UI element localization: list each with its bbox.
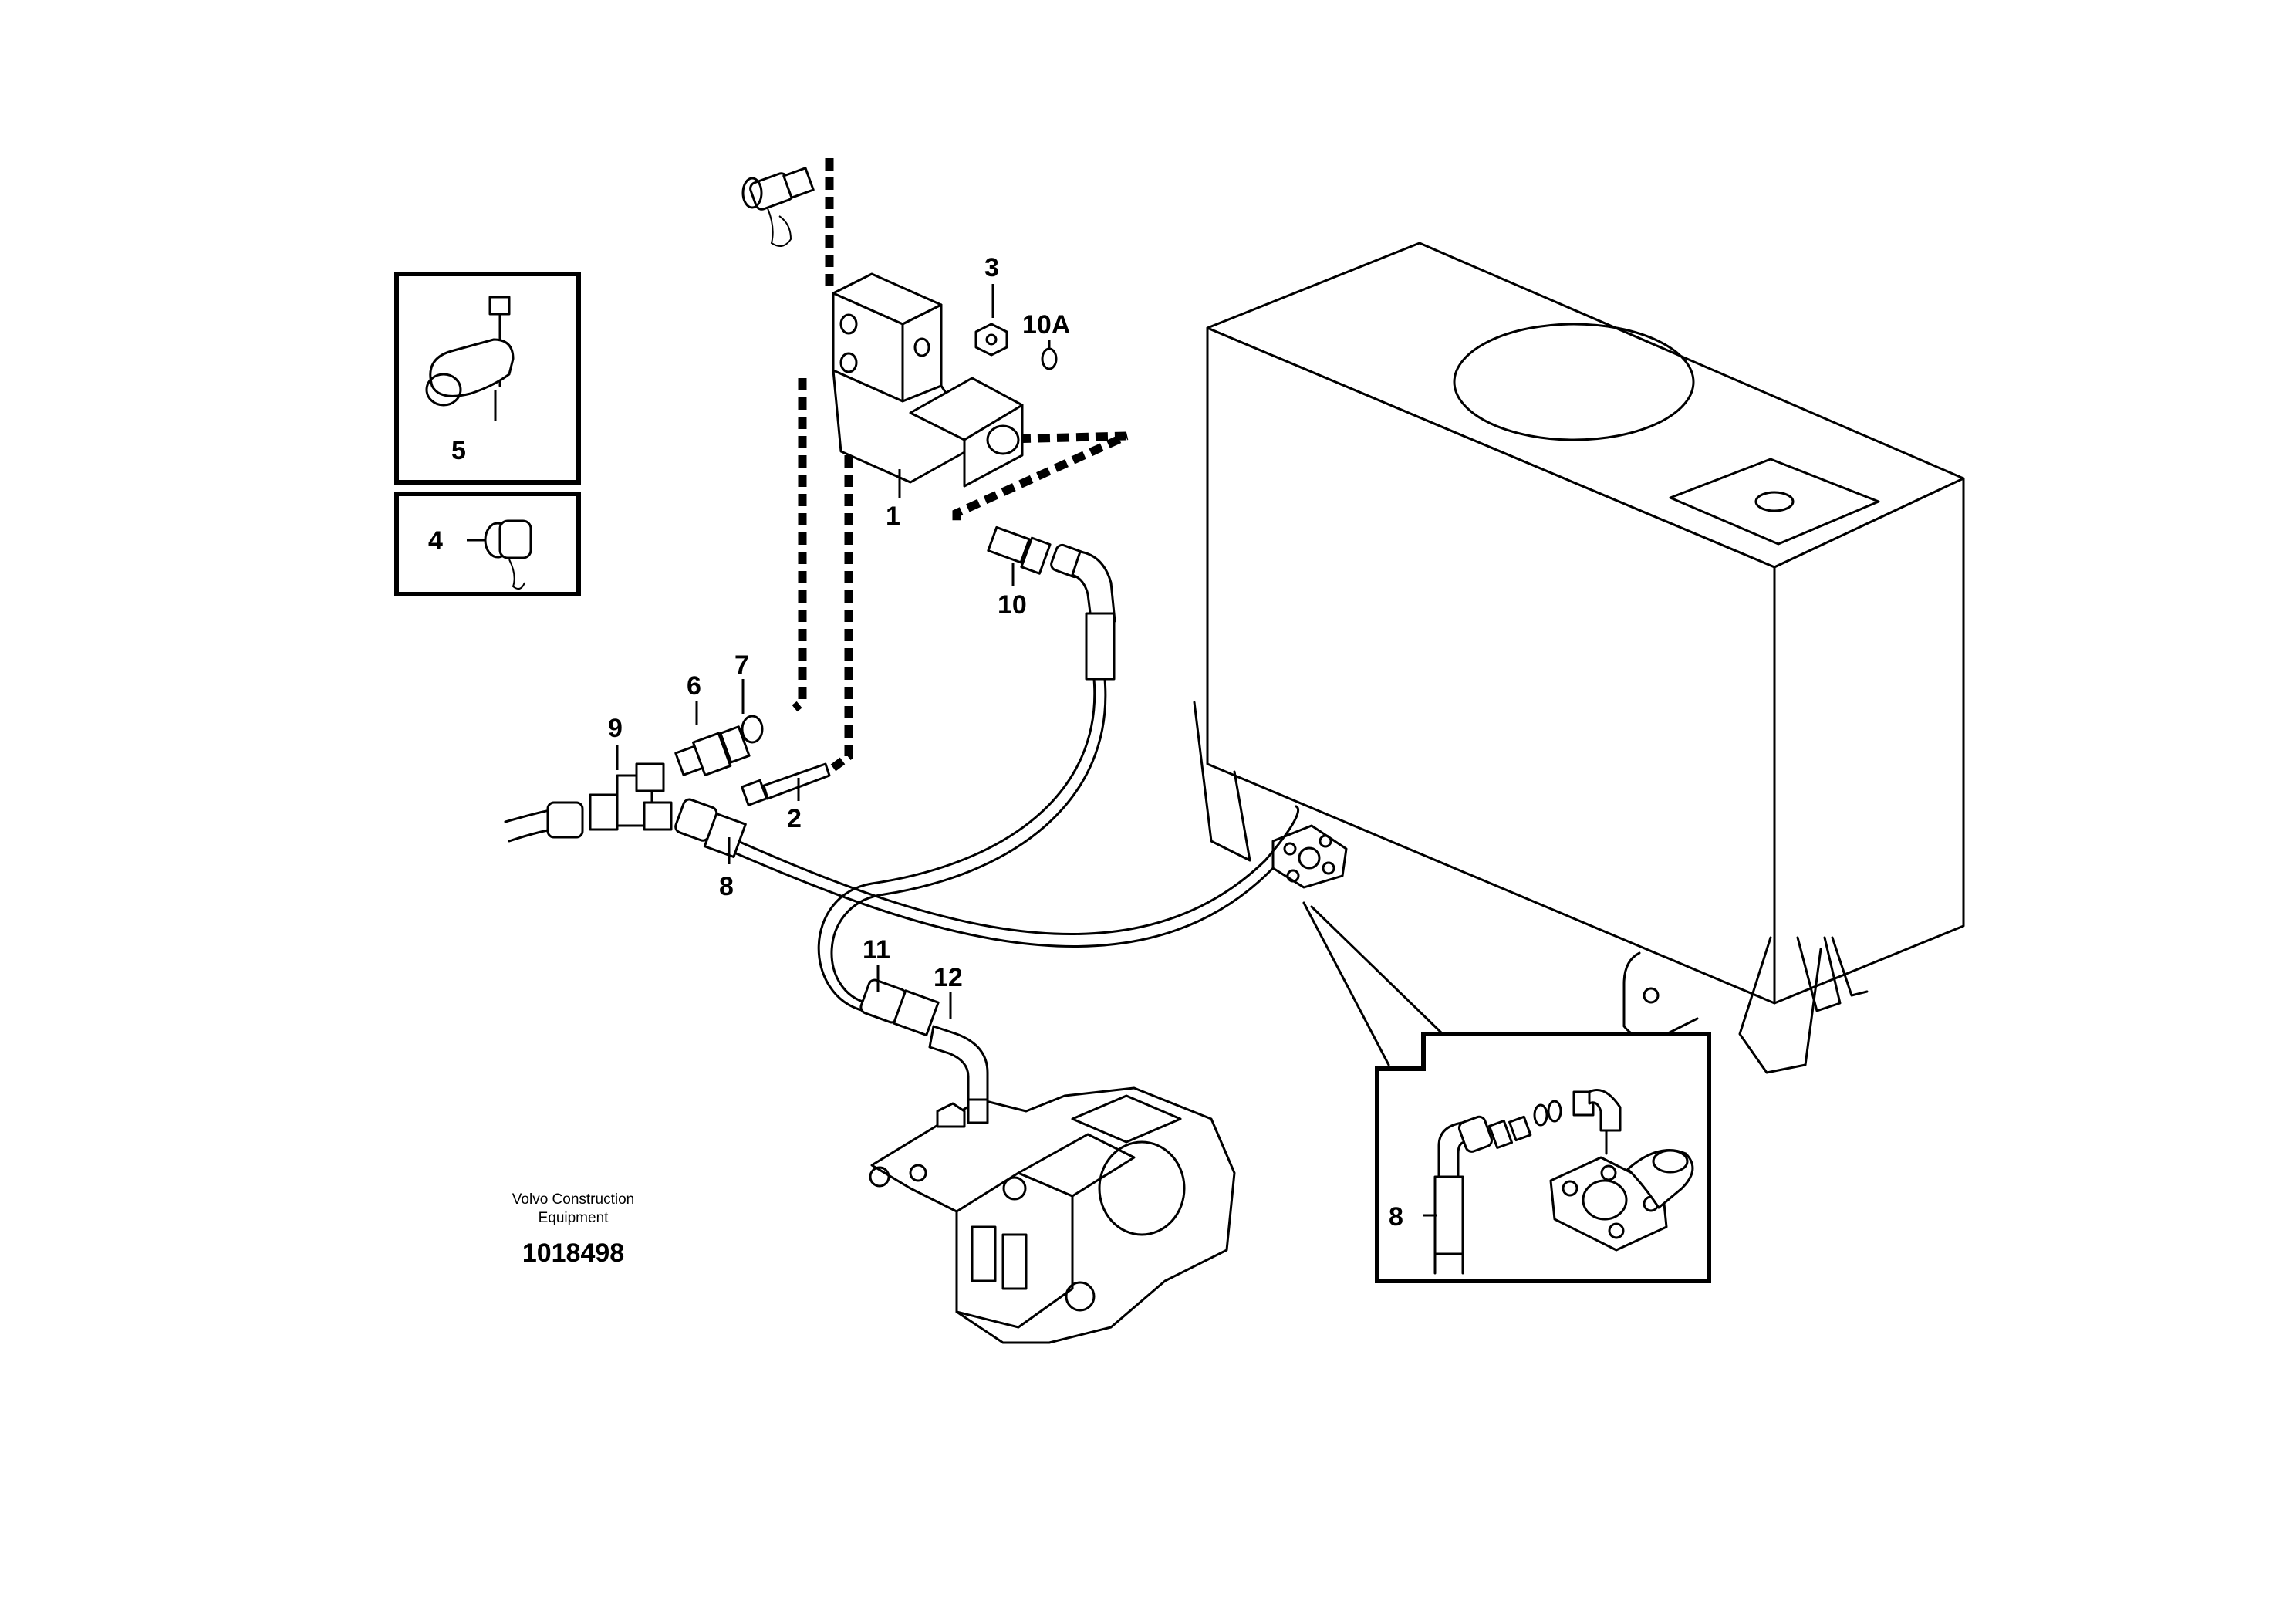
adapter-6 bbox=[674, 725, 751, 776]
hoses bbox=[504, 678, 1300, 1012]
inset-4 bbox=[394, 492, 581, 596]
quick-coupling-top bbox=[741, 167, 815, 247]
title-block: Volvo Construction Equipment 1018498 bbox=[512, 1191, 634, 1268]
callout-6: 6 bbox=[687, 671, 701, 701]
document-number: 1018498 bbox=[522, 1238, 624, 1268]
callout-9: 9 bbox=[608, 714, 623, 743]
callout-11: 11 bbox=[863, 935, 890, 965]
nut-3 bbox=[974, 323, 1008, 357]
callout-3: 3 bbox=[984, 253, 999, 282]
dashed-leaders bbox=[792, 158, 1129, 772]
callout-8: 8 bbox=[719, 872, 734, 901]
o-ring-10a bbox=[1041, 347, 1058, 370]
maker-name-line2: Equipment bbox=[539, 1210, 609, 1226]
callout-10a: 10A bbox=[1022, 310, 1070, 340]
hydraulic-tank bbox=[1193, 242, 1965, 1074]
hose-end-11 bbox=[859, 978, 940, 1036]
adapter-10 bbox=[987, 525, 1116, 681]
washer-7 bbox=[741, 715, 764, 744]
outlet-flange bbox=[1271, 824, 1348, 889]
tee-fitting-9 bbox=[546, 762, 673, 839]
elbow-12 bbox=[928, 1025, 989, 1124]
bolt-2 bbox=[741, 762, 831, 806]
callout-7: 7 bbox=[734, 650, 749, 680]
maker-name-line1: Volvo Construction bbox=[512, 1191, 634, 1208]
callout-1: 1 bbox=[886, 502, 900, 531]
valve-block bbox=[832, 272, 1024, 488]
detail-inset bbox=[1302, 901, 1711, 1283]
callout-10: 10 bbox=[998, 590, 1027, 620]
inset-5 bbox=[394, 272, 581, 485]
callout-5: 5 bbox=[451, 436, 466, 465]
callout-2: 2 bbox=[787, 804, 802, 833]
callout-8-detail: 8 bbox=[1389, 1202, 1403, 1232]
callout-leaders bbox=[467, 284, 1437, 1217]
callout-12: 12 bbox=[934, 963, 963, 992]
hose-end-8 bbox=[674, 798, 747, 858]
callouts: 1 2 3 5 4 6 7 8 8 9 10 10A 11 12 bbox=[428, 253, 1403, 1232]
callout-4: 4 bbox=[428, 526, 443, 556]
hydraulic-pump bbox=[869, 1086, 1236, 1344]
